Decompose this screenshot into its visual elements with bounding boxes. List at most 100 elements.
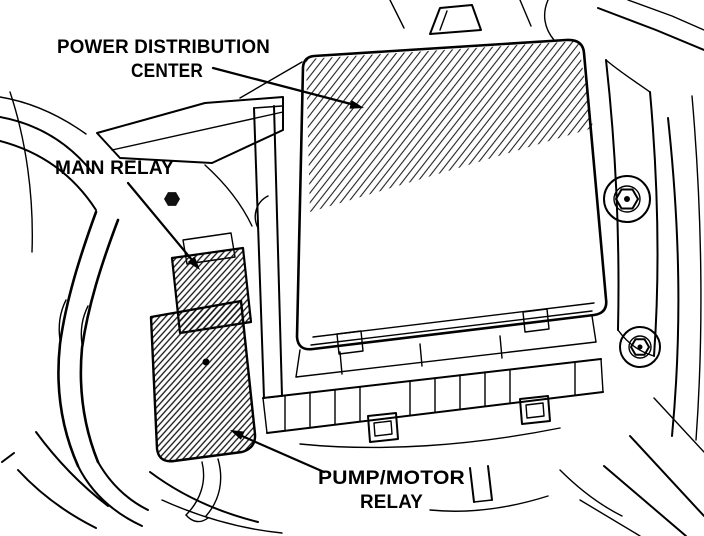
label-power-distribution: POWER DISTRIBUTION bbox=[57, 37, 270, 58]
pdc-leader-line bbox=[211, 66, 353, 106]
fender-strip-bottom bbox=[617, 329, 655, 357]
fender-line bbox=[597, 7, 704, 51]
callout-power-distribution-center: POWER DISTRIBUTION CENTER bbox=[57, 37, 364, 109]
mounting-bolt-upper bbox=[603, 175, 651, 223]
fender-strip-outer bbox=[649, 91, 659, 357]
callout-main-relay: MAIN RELAY bbox=[55, 158, 200, 270]
main-relay-leader-arrowhead bbox=[187, 256, 200, 270]
edge-tick bbox=[1, 452, 15, 463]
bolt-collar bbox=[613, 185, 641, 213]
fender-line bbox=[603, 465, 687, 536]
cowl-line bbox=[519, 0, 532, 27]
pump-motor-relay-body bbox=[149, 299, 257, 463]
cowl-line bbox=[543, 0, 555, 41]
bracket-strut bbox=[204, 164, 253, 227]
lower-tab bbox=[469, 467, 475, 503]
pdc-lid-hatching bbox=[306, 41, 593, 212]
mounting-bracket bbox=[262, 358, 604, 449]
harness-line bbox=[0, 140, 97, 211]
main-relay-leader-line bbox=[126, 181, 194, 262]
cowl-line bbox=[389, 0, 405, 29]
hose-clamp-arc bbox=[80, 305, 89, 345]
harness-line bbox=[9, 91, 33, 253]
pdc-latch-tab bbox=[522, 308, 550, 333]
bracket-end-cap bbox=[600, 358, 604, 393]
label-pump-motor: PUMP/MOTOR bbox=[318, 468, 465, 489]
right-fender-lines bbox=[579, 0, 704, 536]
pump-motor-leader-arrowhead bbox=[230, 430, 245, 440]
label-relay: RELAY bbox=[360, 492, 423, 513]
bolt-washer bbox=[619, 326, 661, 368]
hood-latch-outline bbox=[429, 4, 482, 35]
relay-pigtail bbox=[205, 458, 222, 517]
bracket-clip bbox=[367, 412, 399, 443]
rail-cap bbox=[253, 105, 283, 109]
lower-tab bbox=[473, 499, 493, 503]
pdc-base-line bbox=[591, 315, 597, 343]
bolt-center bbox=[637, 344, 643, 350]
harness-line bbox=[0, 96, 87, 135]
rail-line bbox=[253, 107, 265, 399]
hose-left-edge bbox=[57, 210, 98, 468]
pump-motor-relay-part bbox=[149, 299, 257, 523]
fender-strip-inner bbox=[605, 59, 620, 331]
pdc-lid-outline bbox=[295, 38, 608, 351]
ground-line bbox=[161, 499, 283, 534]
bracket-slots bbox=[284, 361, 576, 431]
hose-right-edge bbox=[79, 218, 120, 464]
fender-line bbox=[667, 117, 680, 437]
bracket-clip bbox=[519, 395, 551, 425]
bracket-outline bbox=[96, 96, 284, 164]
pdc-leader-arrowhead bbox=[349, 100, 364, 109]
label-main-relay: MAIN RELAY bbox=[55, 158, 174, 179]
bolt-hex-head bbox=[614, 188, 640, 210]
lower-line bbox=[429, 495, 549, 512]
lower-tab bbox=[487, 465, 493, 501]
relay-rivet bbox=[202, 358, 210, 366]
pdc-base-line bbox=[295, 349, 301, 378]
bolt-collar bbox=[628, 335, 652, 359]
ground-line bbox=[17, 469, 97, 529]
bolt-center bbox=[624, 196, 630, 202]
fender-line bbox=[629, 435, 704, 517]
bracket-clip-inner bbox=[373, 420, 393, 437]
pump-motor-leader-line bbox=[240, 434, 326, 474]
pdc-side-rail bbox=[253, 105, 283, 399]
harness-line bbox=[0, 116, 93, 173]
hose-tail bbox=[97, 461, 149, 511]
bracket-bolt-head bbox=[164, 192, 180, 206]
rail-line bbox=[273, 105, 283, 397]
lower-line bbox=[559, 469, 623, 517]
label-center: CENTER bbox=[131, 61, 203, 82]
hose-tail bbox=[77, 465, 143, 527]
fender-line bbox=[691, 95, 702, 441]
fender-line bbox=[627, 0, 704, 31]
bracket-clip-inner bbox=[525, 402, 545, 419]
bolt-hex-head bbox=[629, 338, 651, 356]
bracket-end-cap bbox=[262, 397, 268, 434]
bracket-strut bbox=[239, 61, 303, 99]
left-harness-lines bbox=[0, 91, 283, 534]
pdc-lid-rim bbox=[310, 310, 593, 346]
ground-line bbox=[35, 431, 109, 507]
bolt-washer bbox=[603, 175, 651, 223]
top-misc-lines bbox=[389, 0, 555, 41]
rail-hook bbox=[254, 195, 269, 229]
pdc-latch-tab bbox=[336, 330, 364, 355]
fender-line bbox=[579, 499, 641, 536]
upper-left-bracket bbox=[96, 61, 303, 227]
pdc-base-bottom bbox=[295, 341, 597, 378]
ground-line bbox=[149, 471, 259, 523]
mounting-bolt-lower bbox=[619, 326, 661, 368]
bracket-top-edge bbox=[262, 358, 602, 399]
bottom-misc-lines bbox=[429, 465, 623, 517]
fender-strip-top bbox=[605, 59, 651, 93]
bracket-shadow bbox=[299, 427, 561, 449]
power-distribution-center-box bbox=[295, 38, 608, 378]
relay-pigtail bbox=[185, 461, 205, 516]
callout-pump-motor-relay: PUMP/MOTOR RELAY bbox=[230, 430, 465, 513]
hose-clamp-arc bbox=[58, 299, 67, 341]
pdc-base-ticks bbox=[339, 335, 503, 375]
